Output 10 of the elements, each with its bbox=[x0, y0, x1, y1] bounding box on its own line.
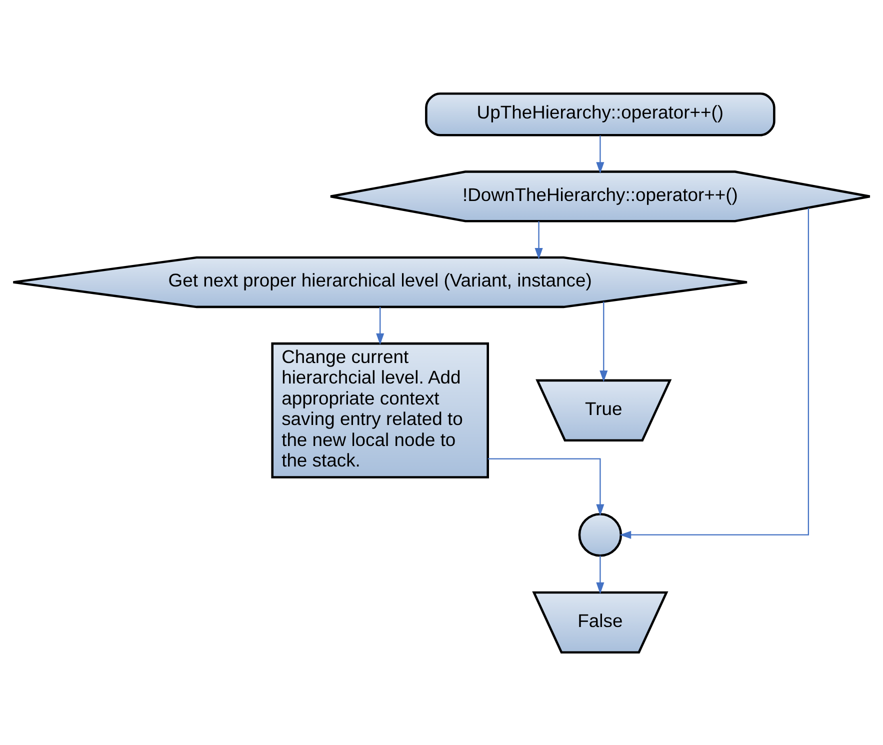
arrow bbox=[600, 301, 608, 382]
arrow bbox=[596, 555, 604, 594]
node-circle bbox=[578, 512, 622, 556]
node-box: UpTheHierarchy::operator++() bbox=[425, 92, 776, 136]
arrow bbox=[596, 135, 604, 174]
arrow bbox=[488, 458, 604, 516]
arrow bbox=[534, 220, 543, 260]
node-box: Change current hierarchcial level. Add appropriate context saving entry related to the new local node to the stack. bbox=[271, 342, 489, 478]
arrow bbox=[376, 306, 384, 344]
arrow bbox=[620, 208, 810, 538]
